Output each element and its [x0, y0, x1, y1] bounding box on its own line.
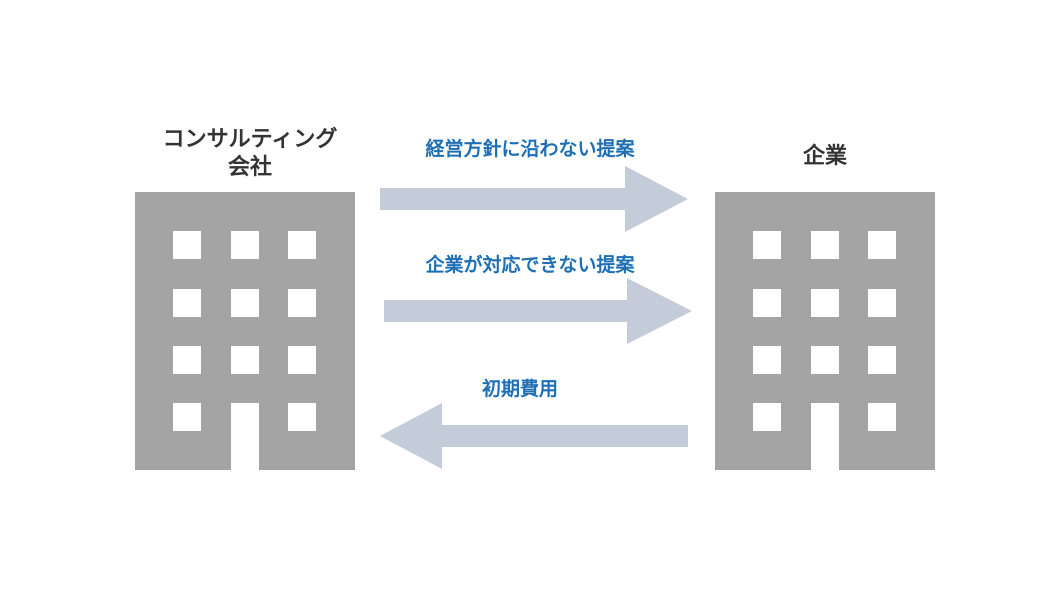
flow-label-initial-cost: 初期費用: [481, 378, 558, 400]
building-window: [288, 346, 316, 374]
building-window: [173, 289, 201, 317]
building-window: [753, 289, 781, 317]
building-window: [753, 403, 781, 431]
building-window: [173, 346, 201, 374]
consulting-company-building-icon: [135, 192, 355, 470]
building-window: [868, 231, 896, 259]
building-window: [753, 231, 781, 259]
building-window: [868, 346, 896, 374]
consulting-company-label-line1: コンサルティング: [162, 127, 338, 152]
building-window: [231, 289, 259, 317]
building-door: [811, 403, 839, 470]
right-arrow-icon: [384, 278, 692, 344]
company-building-icon: [715, 192, 935, 470]
building-window: [811, 231, 839, 259]
consulting-company-label: コンサルティング 会社: [120, 126, 380, 182]
building-window: [868, 289, 896, 317]
building-window: [231, 231, 259, 259]
building-window: [173, 403, 201, 431]
building-window: [288, 403, 316, 431]
flow-label-unaligned-proposal: 経営方針に沿わない提案: [425, 138, 635, 160]
building-door: [231, 403, 259, 470]
building-window: [811, 346, 839, 374]
flow-label-unfeasible-proposal: 企業が対応できない提案: [425, 254, 635, 276]
building-window: [868, 403, 896, 431]
left-arrow-icon: [380, 403, 688, 469]
building-window: [288, 231, 316, 259]
right-arrow-icon: [380, 166, 688, 232]
building-window: [288, 289, 316, 317]
building-window: [753, 346, 781, 374]
company-label: 企業: [715, 143, 935, 171]
building-window: [811, 289, 839, 317]
company-label-text: 企業: [802, 144, 847, 169]
consulting-company-label-line2: 会社: [227, 155, 272, 180]
building-window: [173, 231, 201, 259]
building-window: [231, 346, 259, 374]
